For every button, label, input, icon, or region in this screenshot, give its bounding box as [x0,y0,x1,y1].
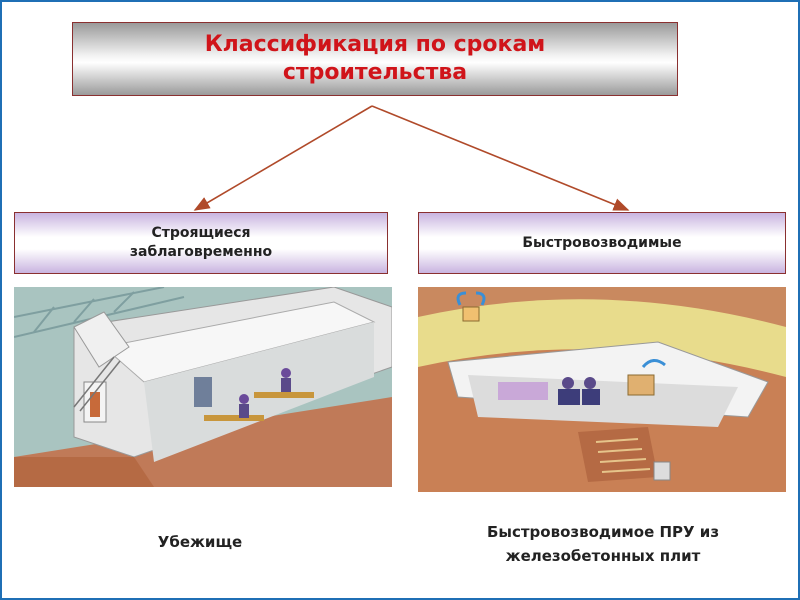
category-label-advance: Строящиеся заблаговременно [129,225,273,260]
shelter-illustration [14,287,392,487]
title-box: Классификация по срокам строительства [72,22,678,96]
category-box-quick: Быстровозводимые [418,212,786,274]
diagram-title: Классификация по срокам строительства [204,32,546,85]
caption-pru: Быстровозводимое ПРУ из железобетонных п… [486,523,720,565]
category-label-quick: Быстровозводимые [522,234,682,251]
pru-illustration [418,287,786,492]
category-box-advance: Строящиеся заблаговременно [14,212,388,274]
caption-shelter: Убежище [157,533,243,551]
